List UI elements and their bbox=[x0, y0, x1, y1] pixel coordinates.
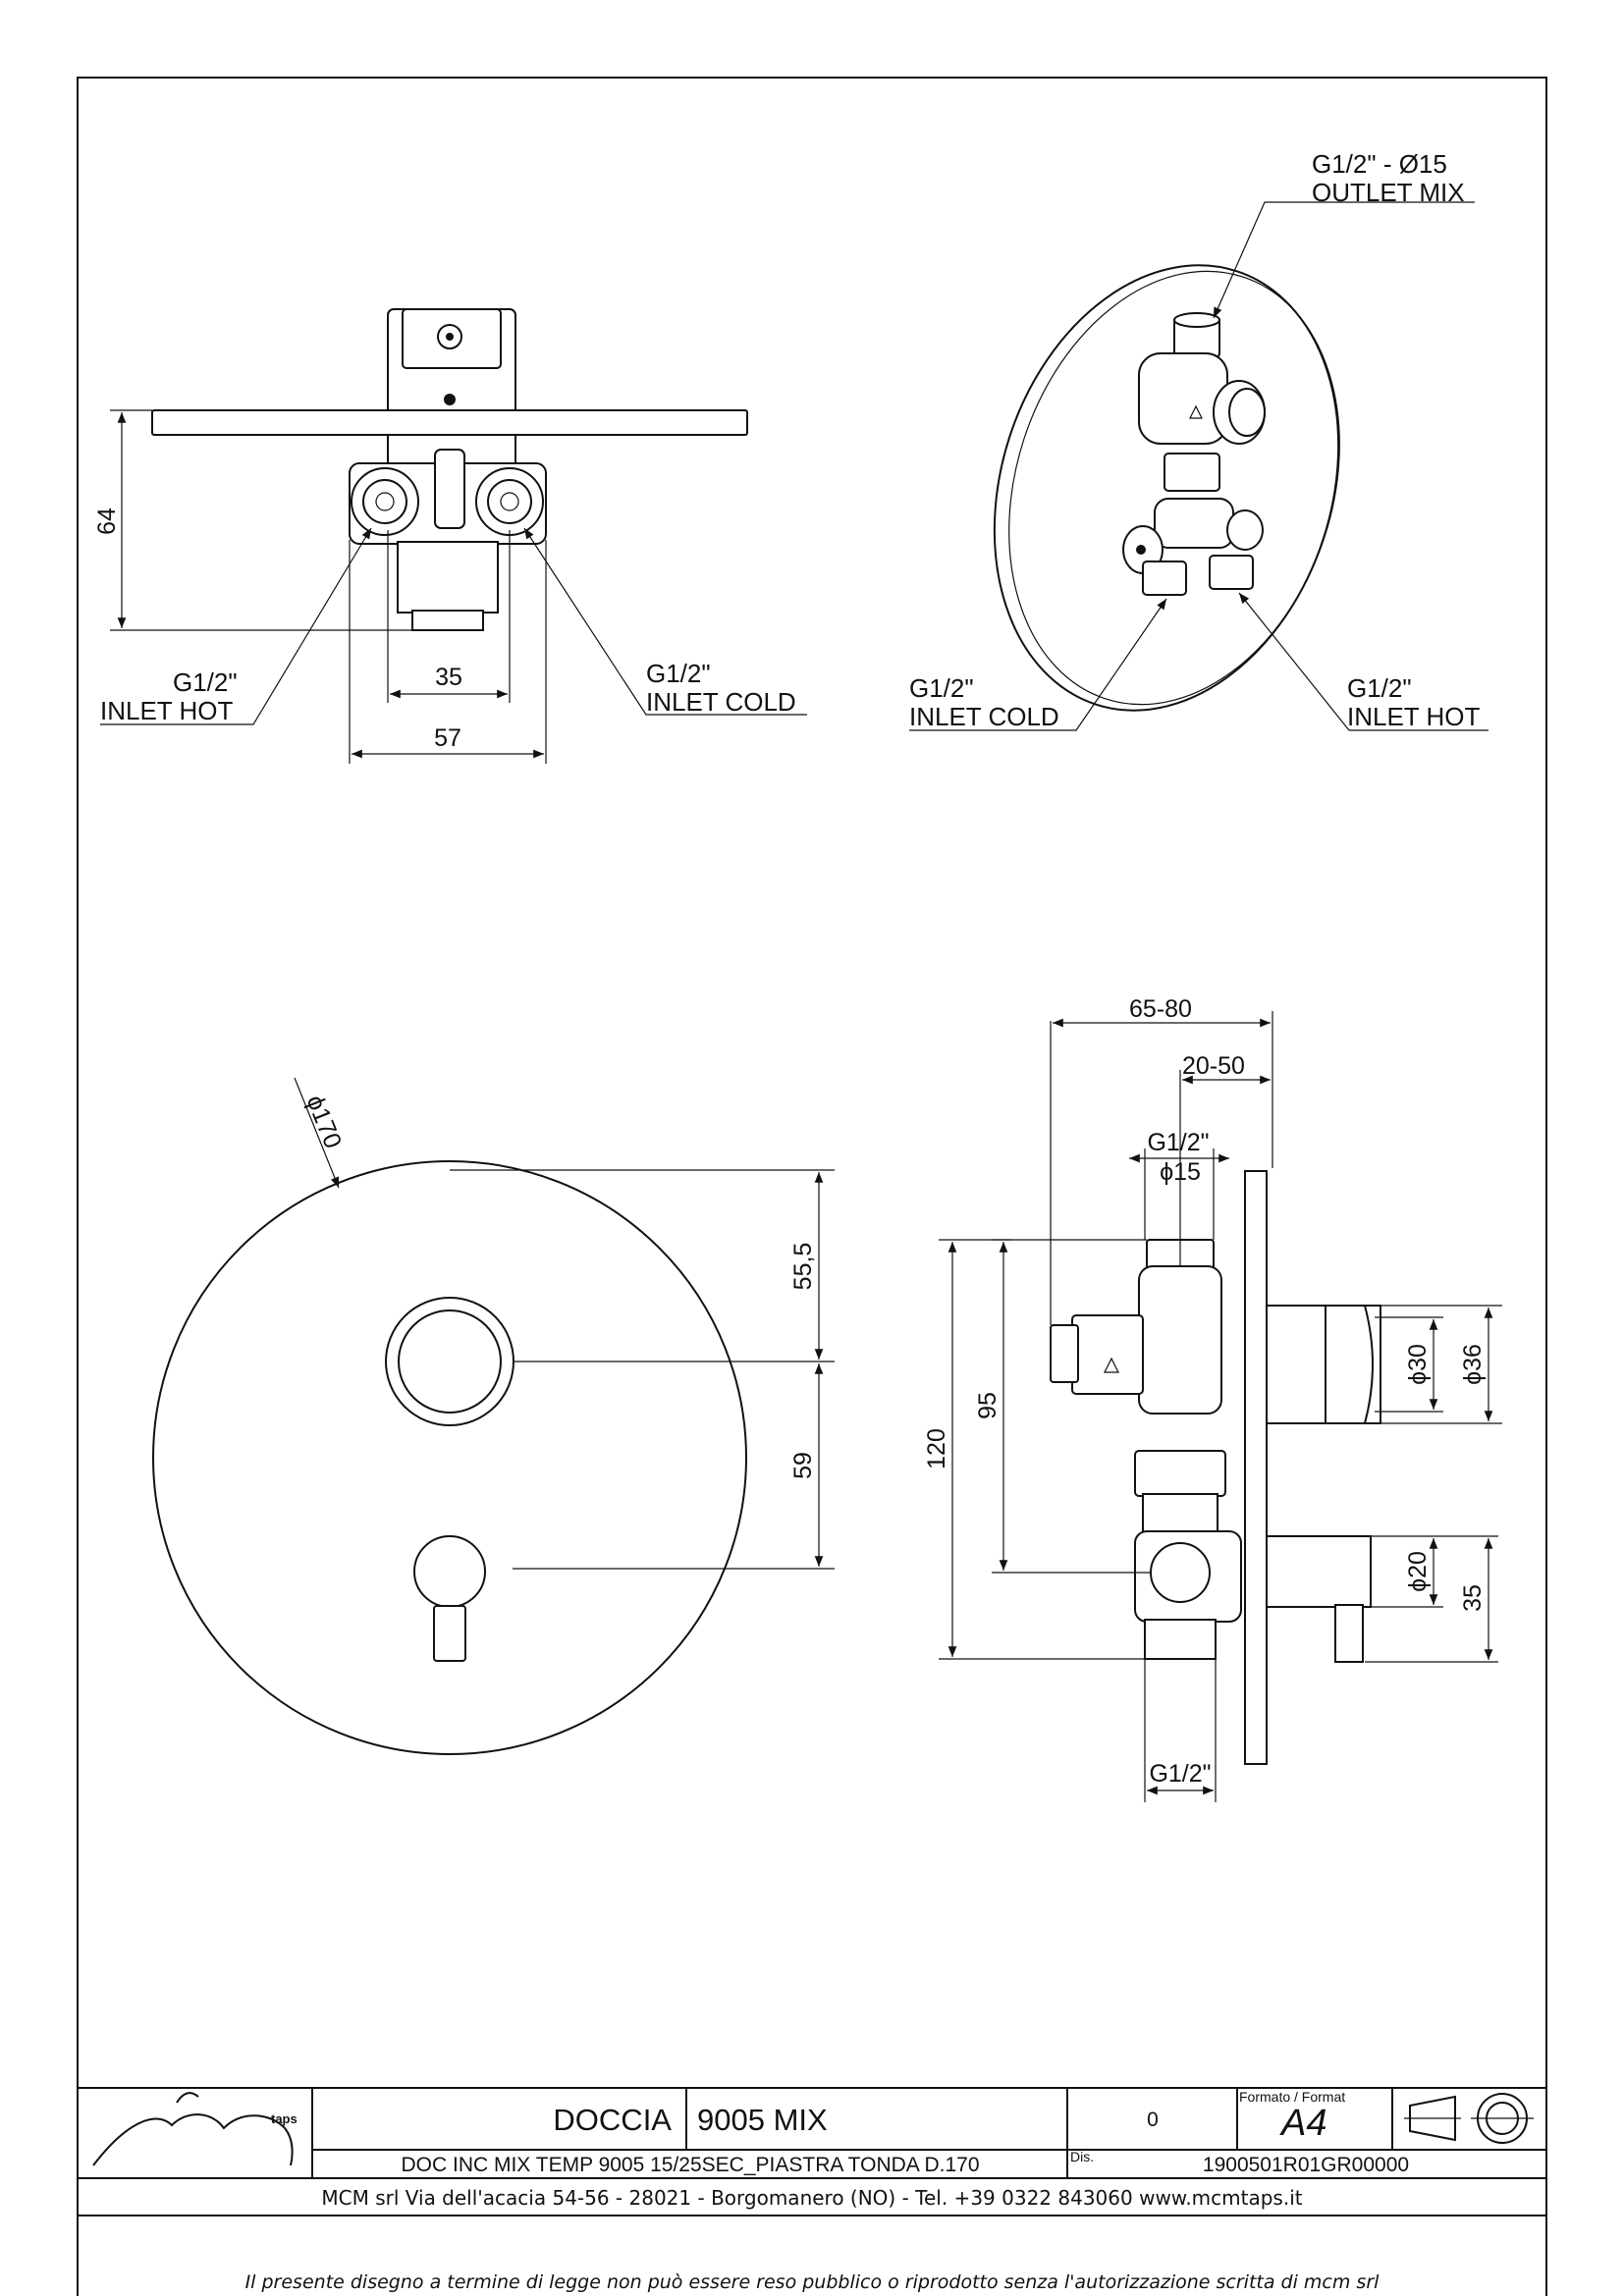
dim-lever-diameter: ϕ20 bbox=[1404, 1551, 1432, 1592]
title-code: 1900501R01GR00000 bbox=[1203, 2154, 1409, 2176]
dim-side-depth: 65-80 bbox=[1129, 995, 1192, 1023]
title-description: DOC INC MIX TEMP 9005 15/25SEC_PIASTRA T… bbox=[401, 2154, 979, 2176]
back-inlet-cold-thread: G1/2" bbox=[909, 673, 974, 703]
title-format-label: Formato / Format bbox=[1239, 2089, 1345, 2105]
front-inlet-hot-thread: G1/2" bbox=[173, 667, 238, 697]
view-side: 65-80 20-50 G1/2" ϕ15 120 95 ϕ30 ϕ36 ϕ20 bbox=[923, 995, 1502, 1802]
view-front-top: 64 35 57 G1/2" INLET HOT G1/2" INLET COL… bbox=[93, 308, 807, 764]
svg-text:taps: taps bbox=[271, 2111, 298, 2126]
side-bottom-thread: G1/2" bbox=[1149, 1760, 1211, 1788]
dim-front-height: 64 bbox=[93, 507, 121, 535]
dim-side-inner-height: 95 bbox=[974, 1392, 1001, 1419]
title-model: 9005 MIX bbox=[697, 2103, 828, 2137]
dim-plate-lower: 59 bbox=[789, 1452, 817, 1479]
view-round-plate: ϕ170 55,5 59 bbox=[152, 1077, 835, 1755]
dim-side-wall: 20-50 bbox=[1182, 1052, 1245, 1080]
dim-front-outer: 57 bbox=[434, 724, 461, 752]
dim-front-inner: 35 bbox=[435, 664, 462, 691]
back-inlet-hot-thread: G1/2" bbox=[1347, 673, 1412, 703]
title-revision: 0 bbox=[1147, 2109, 1159, 2131]
title-drawn-label: Dis. bbox=[1070, 2149, 1094, 2164]
side-outlet-diameter: ϕ15 bbox=[1160, 1158, 1201, 1186]
title-address: MCM srl Via dell'acacia 54-56 - 28021 - … bbox=[321, 2186, 1302, 2210]
projection-symbol-icon bbox=[1404, 2093, 1534, 2144]
dim-plate-diameter: ϕ170 bbox=[300, 1092, 347, 1152]
dim-knob-small: ϕ30 bbox=[1404, 1344, 1432, 1385]
title-product: DOCCIA bbox=[553, 2103, 672, 2137]
side-outlet-thread: G1/2" bbox=[1147, 1129, 1209, 1156]
front-inlet-hot-label: INLET HOT bbox=[100, 696, 233, 725]
dim-side-total-height: 120 bbox=[923, 1428, 950, 1469]
dim-plate-upper: 55,5 bbox=[789, 1243, 817, 1291]
drawing-frame bbox=[77, 77, 1547, 2296]
view-back-plate: G1/2" - Ø15 OUTLET MIX G1/2" INLET COLD … bbox=[909, 149, 1489, 731]
title-block: taps DOCCIA 9005 MIX 0 Formato / Format … bbox=[77, 2087, 1547, 2296]
title-format: A4 bbox=[1279, 2103, 1326, 2144]
back-inlet-cold-label: INLET COLD bbox=[909, 702, 1059, 731]
back-inlet-hot-label: INLET HOT bbox=[1347, 702, 1480, 731]
front-inlet-cold-label: INLET COLD bbox=[646, 687, 796, 717]
back-outlet-thread: G1/2" - Ø15 bbox=[1312, 149, 1447, 179]
company-logo: taps bbox=[92, 2092, 298, 2166]
dim-knob-large: ϕ36 bbox=[1459, 1344, 1487, 1385]
title-disclaimer: Il presente disegno a termine di legge n… bbox=[245, 2271, 1380, 2293]
dim-lever-height: 35 bbox=[1459, 1584, 1487, 1612]
front-inlet-cold-thread: G1/2" bbox=[646, 659, 711, 688]
back-outlet-label: OUTLET MIX bbox=[1312, 178, 1465, 207]
